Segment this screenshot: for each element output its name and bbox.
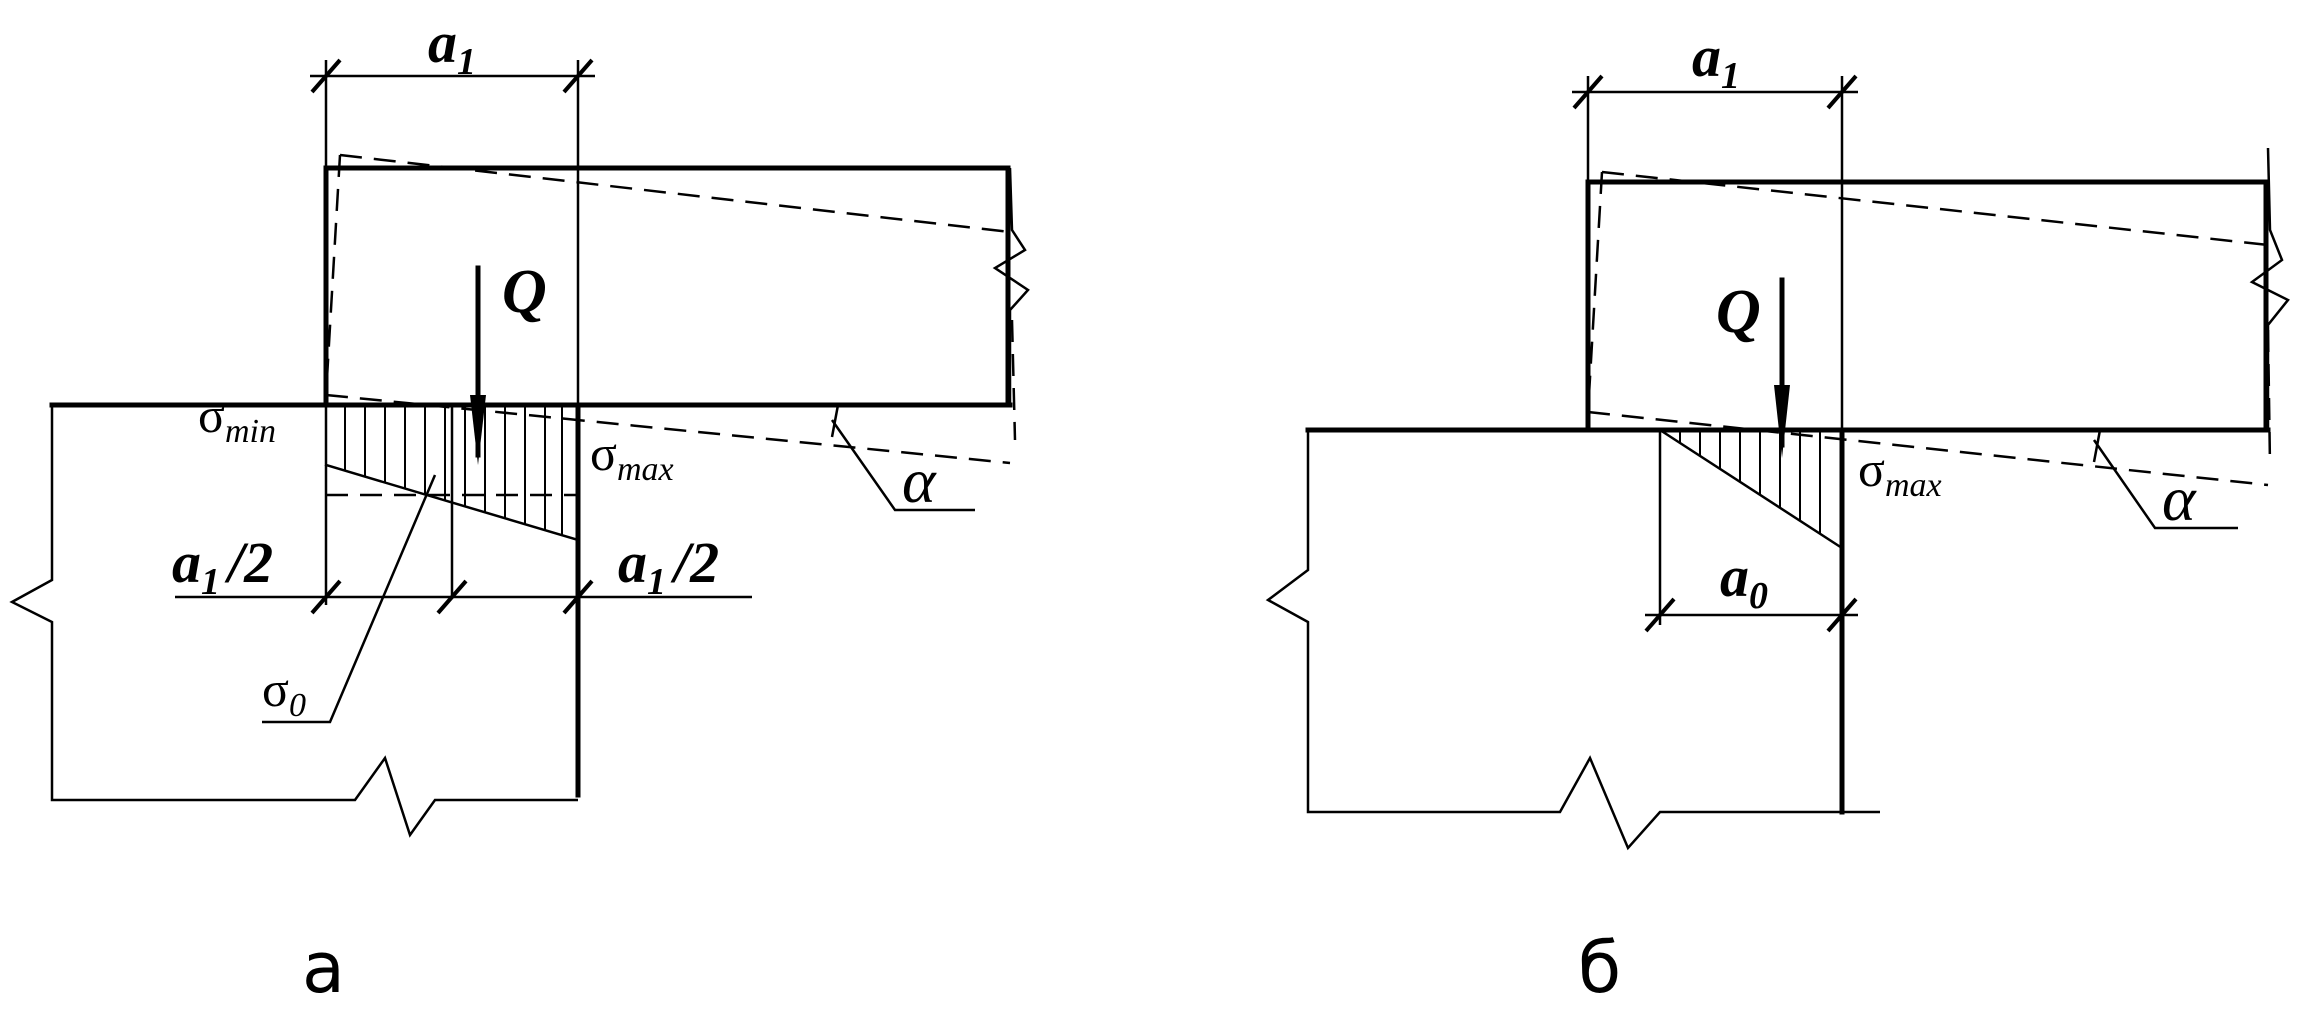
label-half-a1-left: a1/2 (172, 530, 273, 603)
deflected-left-a (324, 154, 342, 396)
beam-break-b (2249, 147, 2290, 430)
deflected-top-b (1601, 170, 2269, 247)
label-a0-b: a0 (1720, 544, 1768, 617)
stress-diagram-b (1659, 428, 1844, 551)
figure-a: a1 Q σmin σmax a1/2 a1/2 σ0 α а (9, 10, 1030, 1009)
label-a1-b: a1 (1692, 24, 1740, 97)
angle-arc-a (830, 404, 840, 438)
caption-b: б (1578, 927, 1621, 1009)
dim-tick (1826, 74, 1858, 110)
figure-b: a1 Q σmax a0 α б (1265, 24, 2290, 1009)
beam-break-a (992, 167, 1030, 405)
label-sigma-max-b: σmax (1858, 441, 1942, 504)
beam-b (1585, 179, 2269, 433)
dim-tick (562, 58, 594, 94)
label-sigma-max-a: σmax (590, 425, 674, 488)
beam-a (323, 165, 1011, 408)
angle-leader-b (2092, 439, 2238, 530)
force-arrow-head-b (1774, 385, 1790, 458)
dim-tick (310, 58, 342, 94)
label-alpha-b: α (2162, 463, 2197, 534)
dim-tick (1572, 74, 1604, 110)
deflected-bottom-b (1587, 410, 2269, 487)
label-force-a: Q (502, 258, 547, 326)
dim-tick (562, 579, 594, 615)
sigma0-leader-a (262, 474, 437, 724)
deflected-bottom-a (325, 393, 1011, 465)
deflected-top-a (339, 153, 1011, 234)
dim-tick (1644, 597, 1676, 633)
stress-hatching-a (344, 405, 563, 536)
angle-leader-a (830, 419, 975, 512)
label-half-a1-right: a1/2 (618, 530, 719, 603)
support-wall-b (1265, 430, 1880, 851)
label-force-b: Q (1716, 278, 1761, 346)
force-arrow-head-a (470, 395, 486, 465)
label-sigma-0: σ0 (262, 661, 306, 724)
deflected-left-b (1586, 171, 1604, 413)
caption-a: а (302, 927, 345, 1009)
stress-hatching-b (1679, 430, 1821, 534)
label-alpha-a: α (902, 445, 937, 516)
label-sigma-min: σmin (198, 387, 276, 450)
deflected-right-b (2266, 329, 2272, 466)
support-wall-a (9, 405, 578, 838)
dim-tick (1826, 597, 1858, 633)
deflected-right-a (1010, 319, 1017, 441)
label-a1-a: a1 (428, 10, 476, 83)
dim-tick (310, 579, 342, 615)
